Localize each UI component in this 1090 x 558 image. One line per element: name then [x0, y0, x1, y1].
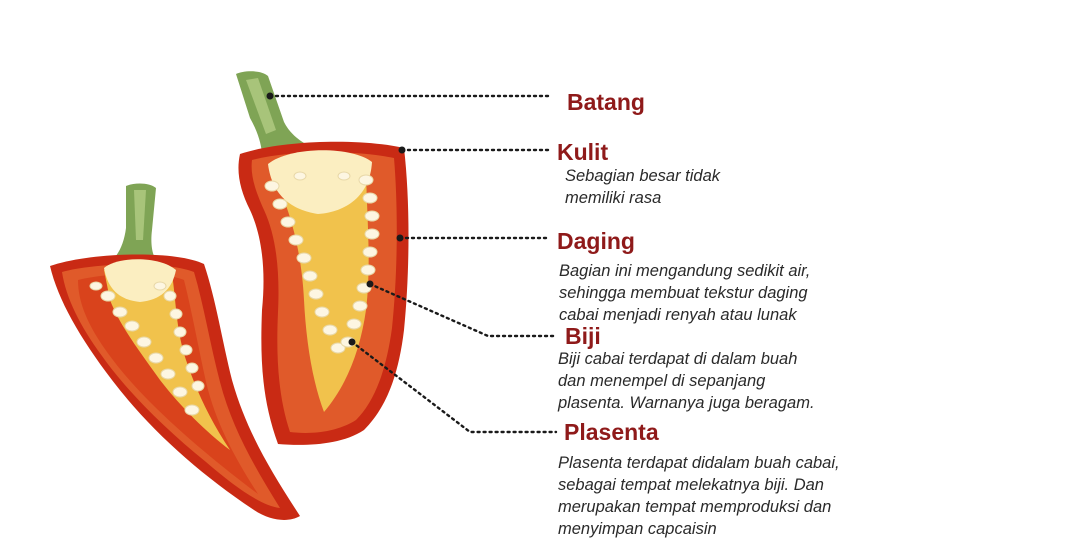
- description-line: Bagian ini mengandung sedikit air,: [559, 260, 810, 282]
- large-chili-half: [236, 71, 409, 445]
- description-line: memiliki rasa: [565, 187, 720, 209]
- leader-dot-batang: [267, 93, 274, 100]
- description-line: sehingga membuat tekstur daging: [559, 282, 810, 304]
- leader-dot-biji: [367, 281, 374, 288]
- leader-dot-kulit: [399, 147, 406, 154]
- description-kulit: Sebagian besar tidak memiliki rasa: [565, 165, 720, 209]
- description-line: menyimpan capcaisin: [558, 518, 840, 540]
- label-biji: Biji: [565, 325, 601, 348]
- label-batang: Batang: [567, 91, 645, 114]
- description-line: Plasenta terdapat didalam buah cabai,: [558, 452, 840, 474]
- description-daging: Bagian ini mengandung sedikit air, sehin…: [559, 260, 810, 326]
- description-line: sebagai tempat melekatnya biji. Dan: [558, 474, 840, 496]
- leader-dot-plasenta: [349, 339, 356, 346]
- description-line: dan menempel di sepanjang: [558, 370, 815, 392]
- description-line: Sebagian besar tidak: [565, 165, 720, 187]
- leader-dot-daging: [397, 235, 404, 242]
- description-biji: Biji cabai terdapat di dalam buah dan me…: [558, 348, 815, 414]
- label-daging: Daging: [557, 230, 635, 253]
- description-line: merupakan tempat memproduksi dan: [558, 496, 840, 518]
- small-chili-stem: [110, 184, 158, 262]
- label-kulit: Kulit: [557, 141, 608, 164]
- description-line: plasenta. Warnanya juga beragam.: [558, 392, 815, 414]
- label-plasenta: Plasenta: [564, 421, 659, 444]
- description-plasenta: Plasenta terdapat didalam buah cabai, se…: [558, 452, 840, 540]
- description-line: Biji cabai terdapat di dalam buah: [558, 348, 815, 370]
